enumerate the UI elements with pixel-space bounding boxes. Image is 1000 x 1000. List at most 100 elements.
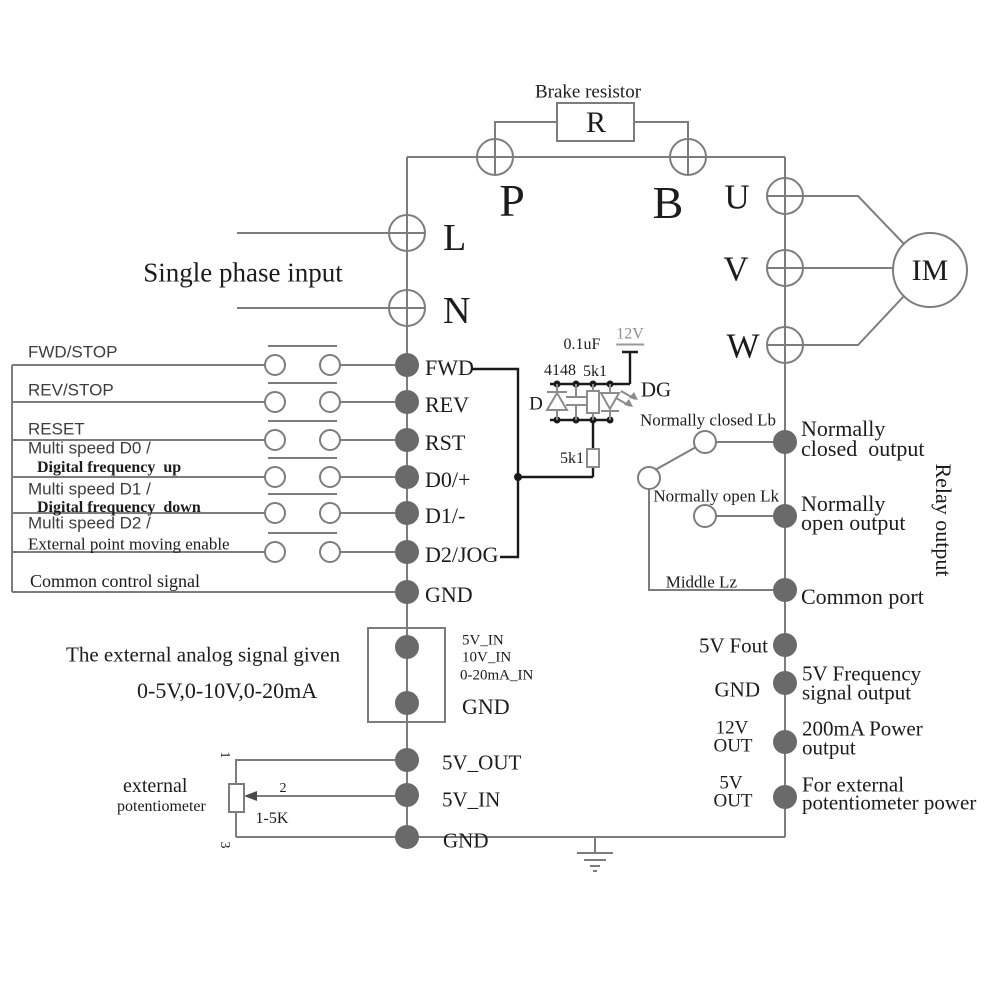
motor-label-im: IM (911, 254, 949, 287)
relay-nc-contact-label: Normally closed Lb (640, 410, 776, 430)
diode-4148-label: 4148 (544, 362, 576, 379)
terminal-l (388, 214, 426, 252)
terminal-u (766, 177, 804, 215)
terminal-label-d0: D0/+ (425, 467, 471, 492)
row-label-multispeed-d1: Multi speed D1 / (28, 479, 151, 499)
terminal-v (766, 249, 804, 287)
row-label-common-signal: Common control signal (30, 571, 200, 591)
no-output-label-line1: Normally (801, 491, 886, 516)
junction-dots (514, 380, 614, 481)
terminal-dot-analog-in (395, 635, 419, 659)
terminal-b (669, 138, 707, 176)
brake-wire-b (634, 121, 689, 139)
fout-desc-line1: 5V Frequency (802, 661, 922, 686)
relay-mid-contact-label: Middle Lz (665, 572, 737, 592)
terminal-label-rst: RST (425, 430, 466, 455)
ext-pot-desc-line2: potentiometer power (802, 790, 977, 815)
row-label-multispeed-d0: Multi speed D0 / (28, 438, 151, 458)
terminal-dot-nc-output (773, 430, 797, 454)
terminal-label-5v: 5V (719, 772, 743, 794)
terminal-label-n: N (443, 290, 471, 332)
analog-10v-in-label: 10V_IN (462, 649, 512, 666)
terminal-dot-gnd-right (773, 671, 797, 695)
terminal-dot-d1 (395, 501, 419, 525)
analog-input-box (367, 627, 446, 723)
terminal-dot-5v-fout (773, 633, 797, 657)
analog-5v-in-label: 5V_IN (462, 632, 504, 649)
terminal-label-w: W (726, 326, 760, 366)
resistor-5k1-label: 5k1 (583, 363, 607, 380)
pot-value-label: 1-5K (255, 810, 289, 827)
diode-d-label: D (529, 393, 543, 415)
ground-symbol (577, 837, 613, 872)
terminal-label-5v-in: 5V_IN (442, 787, 501, 812)
pot-pin1-label: 1 (217, 751, 232, 759)
terminal-label-5v-out: 5V_OUT (442, 750, 522, 775)
relay-switch (637, 430, 773, 591)
terminal-label-l: L (443, 217, 467, 259)
switch-row-rev (12, 382, 395, 413)
series-resistor-5k1-icon (586, 448, 600, 468)
terminal-label-d1: D1/- (425, 503, 466, 528)
resistor-5k1-icon (586, 384, 600, 420)
terminal-label-5v-out-right: OUT (713, 790, 753, 812)
analog-caption-line2: 0-5V,0-10V,0-20mA (137, 678, 318, 703)
terminal-label-12v-out: OUT (713, 735, 753, 757)
potentiometer-body (228, 783, 245, 813)
capacitor-icon (566, 384, 586, 420)
brake-resistor-box (556, 102, 635, 142)
supply-12v-label: 12V (616, 326, 644, 346)
pot-wiper-arrowhead (244, 791, 257, 801)
terminal-dot-d2 (395, 540, 419, 564)
motor-lead-w (803, 295, 905, 346)
motor-lead-u (803, 195, 905, 245)
capacitor-value-label: 0.1uF (563, 336, 601, 353)
terminal-dot-analog-gnd (395, 691, 419, 715)
terminal-dot-no-output (773, 504, 797, 528)
potentiometer (228, 759, 407, 837)
terminal-dot-5v-out (395, 748, 419, 772)
terminal-label-12v: 12V (715, 717, 749, 739)
brake-resistor-value: R (585, 106, 607, 139)
terminal-dot-rst (395, 428, 419, 452)
relay-no-contact-label: Normally open Lk (653, 486, 779, 506)
analog-20ma-in-label: 0-20mA_IN (460, 667, 534, 684)
row-label-ext-point: External point moving enable (28, 534, 230, 554)
main-wiring (11, 102, 968, 872)
nc-output-label-line2: closed output (801, 436, 925, 461)
terminal-label-v: V (723, 249, 749, 289)
terminal-dot-fwd (395, 353, 419, 377)
motor-circle (892, 232, 968, 308)
brake-resistor-label: Brake resistor (534, 81, 642, 103)
terminal-dot-rev (395, 390, 419, 414)
common-port-label: Common port (801, 584, 924, 609)
single-phase-input-label: Single phase input (143, 257, 343, 288)
series-resistor-label: 5k1 (560, 450, 584, 467)
pot-pin2-label: 2 (279, 781, 287, 796)
terminal-label-gnd-right: GND (714, 677, 761, 702)
terminal-label-5v-fout: 5V Fout (698, 633, 768, 658)
suppressor-network (545, 384, 638, 468)
pot-pin3-label: 3 (217, 841, 232, 849)
terminal-label-rev: REV (425, 392, 469, 417)
no-output-label-line2: open output (801, 510, 906, 535)
relay-no-contact-circle (693, 504, 717, 528)
terminal-w (766, 326, 804, 364)
row-label-freq-up: Digital frequency up (37, 459, 182, 476)
terminal-label-d2-jog: D2/JOG (425, 542, 499, 567)
row-label-multispeed-d2: Multi speed D2 / (28, 513, 151, 533)
relay-arm (654, 446, 697, 471)
led-dg-icon (599, 384, 638, 420)
terminal-dot-d0 (395, 465, 419, 489)
pot-label-external: external (123, 775, 188, 797)
switch-row-fwd (12, 345, 395, 376)
ext-pot-desc-line1: For external (802, 772, 905, 797)
terminal-p (476, 138, 514, 176)
fout-desc-line2: signal output (802, 680, 912, 705)
switch-row-rst (12, 420, 395, 451)
row-label-freq-down: Digital frequency down (37, 499, 201, 516)
terminal-dot-5v-in (395, 783, 419, 807)
row-label-fwd-stop: FWD/STOP (28, 342, 118, 362)
